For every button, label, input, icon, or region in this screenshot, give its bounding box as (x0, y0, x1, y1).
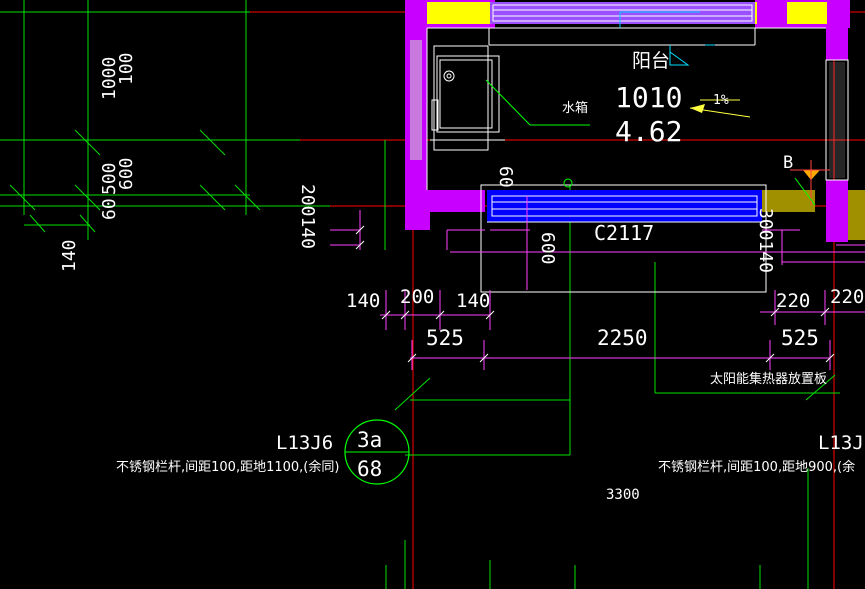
dim-100: 100 (116, 52, 137, 85)
dim-row2-2: 525 (781, 326, 819, 350)
room-elevation: 4.62 (615, 115, 682, 148)
top-window (427, 2, 849, 181)
callout-page: 68 (357, 457, 382, 481)
annotation-symbols (485, 44, 830, 206)
total-dim-3300: 3300 (606, 487, 640, 503)
dimension-ticks (355, 225, 835, 363)
dim-row1-3: 220 (776, 290, 810, 312)
tank-label: 水箱 (562, 100, 588, 116)
section-mark: B (783, 153, 793, 173)
dim-row2-1: 2250 (597, 326, 648, 350)
callout-number: 3a (357, 428, 382, 452)
water-tank (430, 45, 505, 151)
dim-600: 600 (116, 157, 137, 190)
slope-label: 1% (713, 93, 729, 108)
dim-row2-0: 525 (426, 326, 464, 350)
callout-ref-2: L13J (818, 432, 864, 454)
dim-500: 500 (99, 162, 120, 195)
dim-60-inner: 60 (495, 166, 516, 188)
room-name: 阳台 (632, 50, 670, 72)
callout-ref-1: L13J6 (276, 432, 333, 454)
window-label: C2117 (594, 221, 654, 245)
dim-300140: 300140 (755, 208, 776, 273)
dim-60: 60 (99, 198, 120, 220)
dim-1000: 1000 (99, 57, 120, 100)
callout-note-1: 不锈钢栏杆,间距100,距地1100,(余同) (116, 459, 339, 475)
solar-board-label: 太阳能集热器放置板 (710, 371, 827, 387)
room-area-code: 1010 (615, 81, 682, 114)
dimension-lines (330, 196, 865, 370)
window-c2117 (487, 190, 762, 223)
callout-note-2: 不锈钢栏杆,间距100,距地900,(余 (658, 459, 855, 475)
dim-600-inner: 600 (537, 232, 558, 265)
dim-row1-4: 220 (830, 286, 864, 308)
dim-140-left: 140 (59, 239, 80, 272)
dim-200140: 200140 (297, 184, 318, 249)
dim-row1-1: 200 (400, 286, 434, 308)
grid-lines (0, 0, 840, 589)
dim-row1-0: 140 (346, 290, 380, 312)
dim-row1-2: 140 (456, 290, 490, 312)
